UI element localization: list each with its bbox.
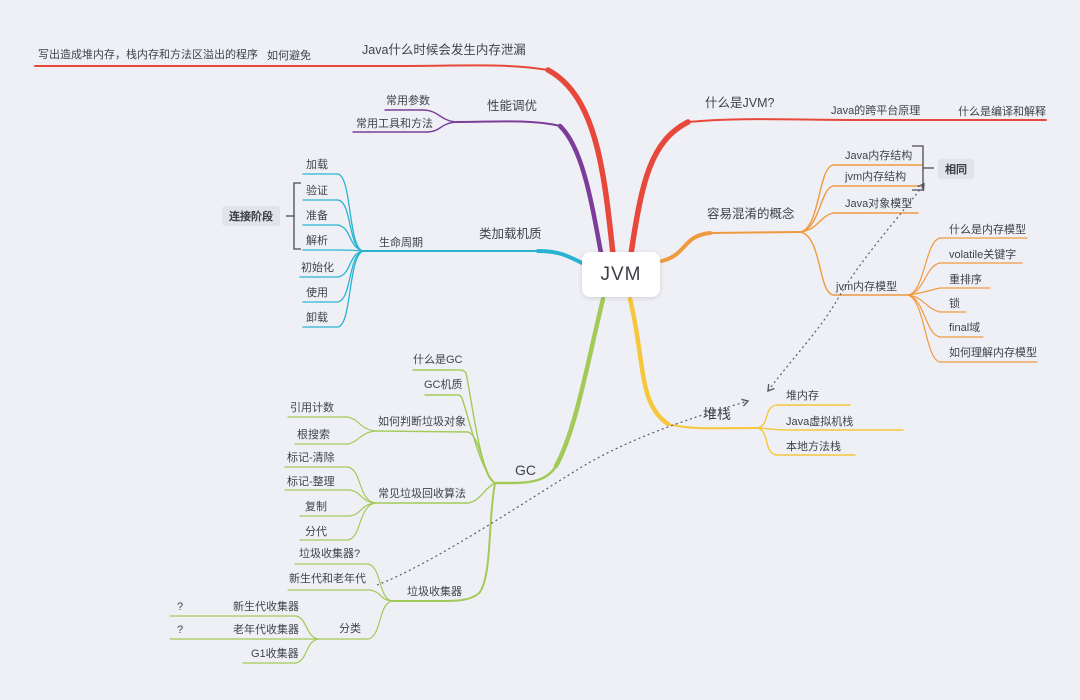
node-heap-stack[interactable]: 堆栈 [703, 406, 731, 422]
node-old-collector-mark[interactable]: ? [177, 624, 184, 636]
node-phase-verify[interactable]: 验证 [306, 185, 328, 197]
relation-memory-model-to-same [768, 184, 924, 391]
node-native-stack[interactable]: 本地方法栈 [786, 441, 841, 453]
node-what-is-gc[interactable]: 什么是GC [413, 354, 463, 366]
node-java-memory-structure[interactable]: Java内存结构 [845, 150, 913, 162]
node-class-loading[interactable]: 类加载机质 [479, 227, 542, 241]
branch-gc-lines [169, 296, 606, 664]
node-category[interactable]: 分类 [339, 623, 361, 635]
node-understand-memory-model[interactable]: 如何理解内存模型 [949, 347, 1037, 359]
node-gc-mechanism[interactable]: GC机质 [424, 379, 463, 391]
node-java-object-model[interactable]: Java对象模型 [845, 198, 913, 210]
node-phase-use[interactable]: 使用 [306, 287, 328, 299]
node-jvm-stack[interactable]: Java虚拟机栈 [786, 416, 854, 428]
node-what-is-memory-model[interactable]: 什么是内存模型 [949, 224, 1026, 236]
label-same[interactable]: 相同 [938, 159, 974, 179]
node-volatile[interactable]: volatile关键字 [949, 249, 1017, 261]
node-phase-load[interactable]: 加载 [306, 159, 328, 171]
node-common-tools[interactable]: 常用工具和方法 [356, 118, 433, 130]
node-ref-counting[interactable]: 引用计数 [290, 402, 334, 414]
node-cross-platform[interactable]: Java的跨平台原理 [831, 105, 921, 117]
node-what-is-jvm[interactable]: 什么是JVM? [705, 96, 775, 110]
branch-heap-stack-lines [627, 296, 904, 456]
node-lock[interactable]: 锁 [949, 298, 960, 310]
relation-generations-to-heap [376, 401, 748, 586]
node-generations[interactable]: 新生代和老年代 [289, 573, 366, 585]
node-gc[interactable]: GC [515, 462, 536, 478]
node-confusing-concepts[interactable]: 容易混淆的概念 [707, 207, 795, 221]
node-young-collector-mark[interactable]: ? [177, 601, 184, 613]
node-generational[interactable]: 分代 [305, 526, 327, 538]
node-compile-interpret[interactable]: 什么是编译和解释 [958, 106, 1046, 118]
node-phase-prepare[interactable]: 准备 [306, 210, 328, 222]
node-garbage-collectors[interactable]: 垃圾收集器 [407, 586, 462, 598]
group-brackets [286, 145, 934, 250]
node-young-collector[interactable]: 新生代收集器 [233, 601, 299, 613]
node-lifecycle[interactable]: 生命周期 [379, 237, 423, 249]
root-node-jvm[interactable]: JVM [582, 252, 660, 297]
bracket-link-phase [286, 182, 301, 250]
node-final-field[interactable]: final域 [949, 322, 981, 334]
branch-tuning-lines [352, 109, 604, 256]
label-link-phase[interactable]: 连接阶段 [222, 206, 280, 226]
node-jvm-memory-model[interactable]: jvm内存模型 [836, 281, 898, 293]
node-how-to-avoid[interactable]: 如何避免 [267, 50, 311, 62]
node-mark-sweep[interactable]: 标记-清除 [287, 452, 335, 464]
node-jvm-memory-structure[interactable]: jvm内存结构 [845, 171, 907, 183]
node-old-collector[interactable]: 老年代收集器 [233, 624, 299, 636]
node-g1-collector[interactable]: G1收集器 [251, 648, 299, 660]
node-collectors-question[interactable]: 垃圾收集器? [299, 548, 361, 560]
node-gc-algorithms[interactable]: 常见垃圾回收算法 [378, 488, 466, 500]
node-mark-compact[interactable]: 标记-整理 [287, 476, 335, 488]
branch-class-loading-lines [299, 173, 584, 328]
node-phase-unload[interactable]: 卸载 [306, 312, 328, 324]
relation-lines [376, 184, 924, 586]
node-phase-init[interactable]: 初始化 [301, 262, 334, 274]
node-phase-resolve[interactable]: 解析 [306, 235, 328, 247]
node-performance-tuning[interactable]: 性能调优 [487, 99, 538, 113]
node-heap-memory[interactable]: 堆内存 [786, 390, 819, 402]
node-root-search[interactable]: 根搜索 [297, 429, 330, 441]
bracket-same [912, 145, 934, 191]
node-overflow-program[interactable]: 写出造成堆内存，栈内存和方法区溢出的程序 [38, 49, 258, 61]
node-judge-garbage[interactable]: 如何判断垃圾对象 [378, 416, 466, 428]
branch-memory-leak-lines [34, 64, 616, 257]
node-reorder[interactable]: 重排序 [949, 274, 982, 286]
branch-confusing-lines [660, 164, 1038, 363]
node-copying[interactable]: 复制 [305, 501, 327, 513]
branch-what-is-jvm-lines [628, 118, 1047, 257]
node-memory-leak[interactable]: Java什么时候会发生内存泄漏 [362, 43, 526, 57]
node-common-params[interactable]: 常用参数 [386, 95, 430, 107]
